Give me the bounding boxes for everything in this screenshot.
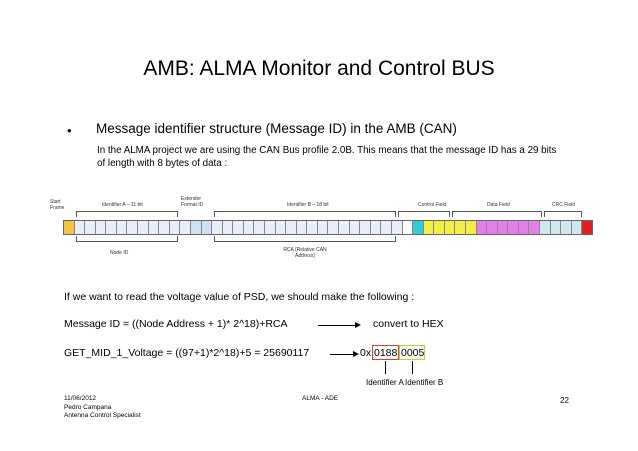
bit-cell-data — [529, 221, 541, 234]
identifier-a-label: Identifier A – 11 bit — [102, 202, 143, 208]
bullet-heading: Message identifier structure (Message ID… — [96, 121, 457, 136]
bit-cell-data — [476, 221, 488, 234]
bit-cell-control — [423, 221, 435, 234]
bit-cell-id-a — [74, 221, 86, 234]
bit-cell-data — [497, 221, 509, 234]
footer-role: Antenna Control Specialist — [64, 412, 141, 419]
identifier-a-pointer — [385, 361, 386, 374]
crc-field-label: CRC Field — [552, 202, 576, 208]
bit-cell-id-b — [275, 221, 287, 234]
identifier-b-hex-box: 0005 — [399, 345, 425, 360]
hex-arrow-icon — [353, 351, 359, 357]
data-field-label: Data Field — [487, 202, 510, 208]
footer-date: 11/06/2012 — [64, 395, 97, 402]
identifier-a-brace — [76, 211, 178, 217]
bullet-icon: • — [67, 123, 72, 138]
control-field-brace — [398, 211, 450, 217]
bit-cell-data — [508, 221, 519, 234]
bit-cell-id-a — [148, 221, 160, 234]
bit-cell-id-b — [349, 221, 361, 234]
crc-field-brace — [544, 211, 582, 217]
bit-cell-id-a — [116, 221, 128, 234]
identifier-a-hex-box: 0188 — [372, 345, 399, 360]
bit-cell-id-b — [233, 221, 244, 234]
bit-cell-id-a — [169, 221, 181, 234]
bit-cell-crc — [550, 221, 562, 234]
bit-cell-crc — [571, 221, 583, 234]
bit-cell-control — [413, 221, 424, 234]
bit-cell-id-a — [138, 221, 149, 234]
identifier-b-brace — [214, 211, 396, 217]
bit-cell-control — [444, 221, 456, 234]
hex-arrow-line — [330, 354, 354, 355]
identifier-b-pointer — [412, 361, 413, 374]
bit-cell-ext — [201, 221, 213, 234]
bit-cell-control — [434, 221, 445, 234]
can-bit-row — [63, 220, 593, 235]
convert-arrow-icon — [355, 322, 361, 328]
bit-cell-id-a — [180, 221, 191, 234]
bit-cell-id-b — [296, 221, 308, 234]
convert-arrow-line — [318, 325, 356, 326]
bit-cell-id-b — [317, 221, 329, 234]
node-id-brace — [76, 236, 178, 242]
identifier-b-caption: Identifier B — [405, 378, 444, 387]
bit-cell-id-b — [286, 221, 297, 234]
node-id-label: Node ID — [110, 250, 129, 256]
bit-cell-id-b — [381, 221, 392, 234]
bit-cell-id-b — [243, 221, 255, 234]
bit-cell-id-b — [391, 221, 403, 234]
bit-cell-control — [465, 221, 477, 234]
intro-text: In the ALMA project we are using the CAN… — [97, 145, 557, 169]
data-field-brace — [452, 211, 542, 217]
bit-cell-id-b — [360, 221, 371, 234]
identifier-a-caption: Identifier A — [366, 378, 404, 387]
bit-cell-id-a — [85, 221, 96, 234]
footer-author: Pedro Campana — [64, 404, 112, 411]
bit-cell-rtr — [402, 221, 414, 234]
bit-cell-id-a — [106, 221, 117, 234]
bit-cell-end — [582, 221, 592, 234]
hex-prefix: 0x — [360, 347, 372, 359]
bit-cell-control — [455, 221, 466, 234]
identifier-b-label: Identifier B – 18 bit — [287, 202, 329, 208]
bit-cell-id-b — [328, 221, 340, 234]
bit-cell-start — [64, 221, 75, 234]
extender-format-label: Extender Format ID — [181, 196, 204, 208]
get-mid-text: GET_MID_1_Voltage = ((97+1)*2^18)+5 = 25… — [64, 347, 310, 359]
bit-cell-data — [487, 221, 498, 234]
page-number: 22 — [560, 396, 569, 405]
slide-title: AMB: ALMA Monitor and Control BUS — [143, 57, 495, 80]
formula-text: Message ID = ((Node Address + 1)* 2^18)+… — [64, 318, 288, 330]
bit-cell-id-a — [95, 221, 107, 234]
bit-cell-data — [518, 221, 530, 234]
bit-cell-id-a — [127, 221, 139, 234]
identifier-b-hex: 0005 — [401, 347, 425, 359]
bit-cell-id-b — [254, 221, 265, 234]
bit-cell-ext — [190, 221, 202, 234]
identifier-a-hex: 0188 — [374, 347, 398, 359]
control-field-label: Control Field — [418, 202, 447, 208]
bit-cell-id-b — [264, 221, 276, 234]
bit-cell-id-b — [222, 221, 234, 234]
convert-label: convert to HEX — [373, 318, 444, 330]
bit-cell-id-b — [212, 221, 223, 234]
bit-cell-id-a — [159, 221, 170, 234]
rca-brace — [214, 236, 396, 242]
bit-cell-crc — [540, 221, 551, 234]
bit-cell-id-b — [339, 221, 350, 234]
footer-center: ALMA - ADE — [302, 395, 339, 402]
instruction-text: If we want to read the voltage value of … — [64, 291, 415, 303]
bit-cell-id-b — [307, 221, 318, 234]
bit-cell-id-b — [370, 221, 382, 234]
rca-label: RCA (Relative CAN Address) — [283, 247, 327, 259]
bit-cell-crc — [561, 221, 572, 234]
start-frame-label: Start Frame — [50, 199, 65, 211]
